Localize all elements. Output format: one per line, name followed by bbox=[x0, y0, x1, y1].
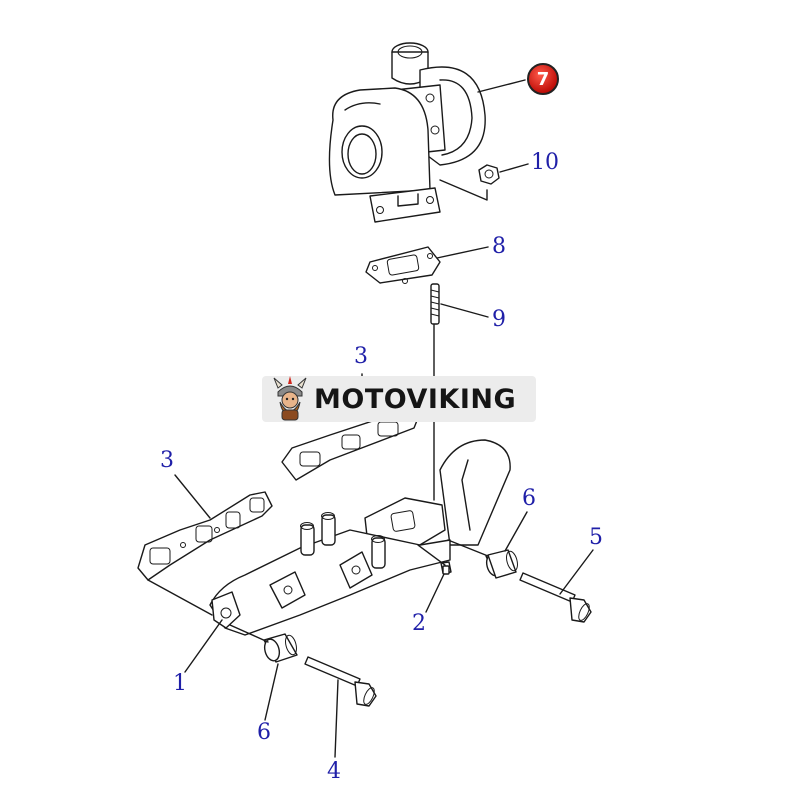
leader-6-right bbox=[504, 511, 528, 552]
leader-4 bbox=[334, 679, 339, 758]
gasket-part bbox=[365, 246, 441, 284]
long-bolt-right bbox=[519, 572, 592, 623]
exhaust-manifold bbox=[209, 439, 511, 636]
bolt2-axis bbox=[417, 544, 446, 566]
callout-10: 10 bbox=[531, 150, 559, 175]
callout-4: 4 bbox=[327, 759, 341, 784]
leader-3-lower bbox=[174, 474, 211, 519]
callout-2: 2 bbox=[412, 611, 426, 636]
callout-7-highlight-badge: 7 bbox=[527, 63, 559, 95]
gasket-axis-line bbox=[147, 579, 213, 616]
leader-8 bbox=[436, 246, 489, 259]
viking-mascot-icon bbox=[273, 376, 307, 421]
leader-5 bbox=[559, 549, 594, 595]
sleeve-axis-right bbox=[447, 539, 489, 557]
long-bolt-lower bbox=[304, 656, 377, 707]
callout-3-lower: 3 bbox=[160, 448, 174, 473]
callout-5: 5 bbox=[589, 525, 603, 550]
leader-9 bbox=[440, 303, 489, 318]
watermark-text: MOTOVIKING bbox=[314, 383, 517, 415]
spacer-sleeve-right bbox=[485, 549, 518, 579]
callout-9: 9 bbox=[492, 307, 506, 332]
sleeve-axis-lower bbox=[229, 624, 269, 643]
spacer-sleeve-lower bbox=[263, 633, 298, 663]
callout-6-lower: 6 bbox=[257, 720, 271, 745]
callout-3-upper: 3 bbox=[354, 344, 368, 369]
callout-6-right: 6 bbox=[522, 486, 536, 511]
watermark-banner: MOTOVIKING bbox=[262, 376, 536, 422]
leader-6-lower bbox=[264, 663, 279, 721]
leader-2 bbox=[425, 573, 445, 613]
turbocharger bbox=[328, 42, 486, 223]
callout-1: 1 bbox=[173, 671, 187, 696]
leader-10 bbox=[499, 163, 529, 173]
stud-part bbox=[430, 283, 440, 325]
nut-bracket-line bbox=[439, 179, 488, 201]
nut-part bbox=[478, 164, 500, 185]
manifold-gasket-lower bbox=[137, 491, 273, 581]
callout-8: 8 bbox=[492, 234, 506, 259]
leader-7 bbox=[477, 79, 526, 93]
leader-1 bbox=[184, 619, 223, 673]
